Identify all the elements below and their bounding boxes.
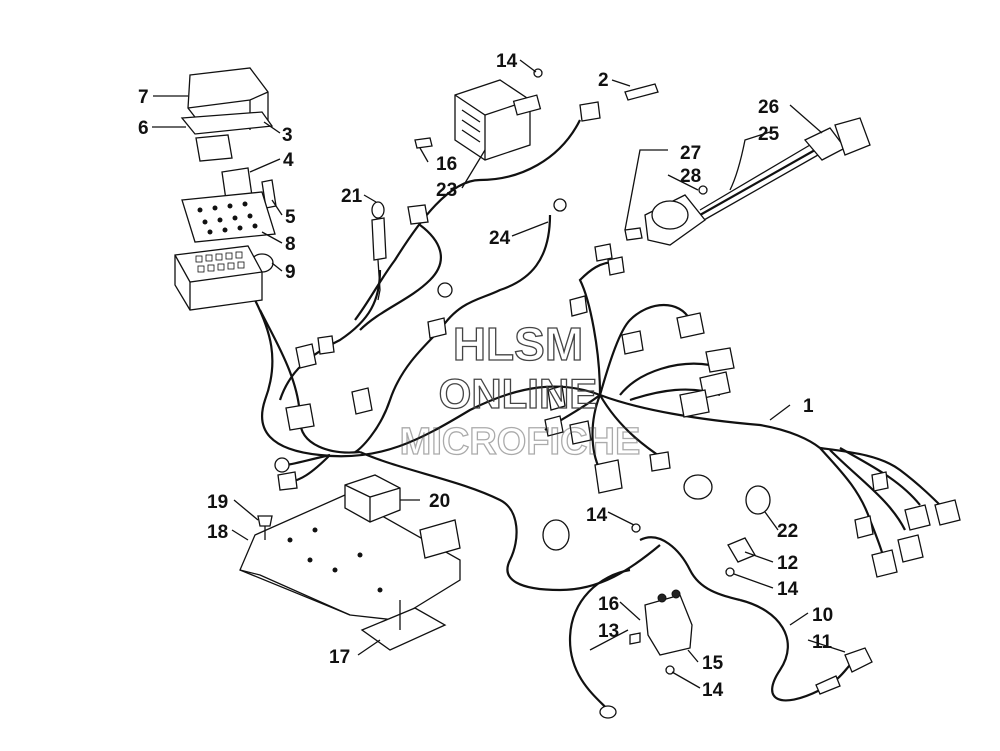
battery-cables xyxy=(568,536,873,719)
callout-2: 2 xyxy=(598,70,609,91)
solenoid xyxy=(629,485,771,675)
callout-15: 15 xyxy=(702,653,724,674)
callout-24: 24 xyxy=(489,228,511,249)
callout-19: 19 xyxy=(207,492,228,513)
callout-16-bottom: 16 xyxy=(598,594,619,615)
callout-10: 10 xyxy=(812,605,833,626)
callout-13: 13 xyxy=(598,621,619,642)
callout-labels: 1 2 3 4 5 6 7 8 9 10 11 12 13 14 14 14 1… xyxy=(138,51,833,701)
callout-20: 20 xyxy=(429,491,450,512)
voltage-regulator xyxy=(414,68,659,161)
callout-5: 5 xyxy=(285,207,296,228)
callout-9: 9 xyxy=(285,262,296,283)
callout-7: 7 xyxy=(138,87,149,108)
ignition-coil xyxy=(624,117,871,246)
watermark: HLSM ONLINE MICROFICHE xyxy=(399,317,641,463)
callout-23: 23 xyxy=(436,180,457,201)
watermark-line-1: HLSM xyxy=(453,318,583,370)
callout-22: 22 xyxy=(777,521,798,542)
callout-4: 4 xyxy=(283,150,294,171)
callout-18: 18 xyxy=(207,522,228,543)
callout-3: 3 xyxy=(282,125,293,146)
callout-16-top: 16 xyxy=(436,154,457,175)
callout-14-center: 14 xyxy=(586,505,608,526)
watermark-line-3: MICROFICHE xyxy=(400,421,641,463)
callout-6: 6 xyxy=(138,118,149,139)
callout-14-top: 14 xyxy=(496,51,518,72)
callout-1: 1 xyxy=(803,396,814,417)
callout-17: 17 xyxy=(329,647,350,668)
callout-25: 25 xyxy=(758,124,780,145)
callout-21: 21 xyxy=(341,186,363,207)
sensor xyxy=(371,201,387,301)
callout-14-bottom: 14 xyxy=(702,680,724,701)
callout-8: 8 xyxy=(285,234,296,255)
watermark-line-2: ONLINE xyxy=(439,370,598,417)
callout-14-right: 14 xyxy=(777,579,799,600)
leader-lines xyxy=(152,59,846,689)
relay xyxy=(344,474,461,559)
callout-28: 28 xyxy=(680,166,701,187)
callout-12: 12 xyxy=(777,553,798,574)
battery-tray xyxy=(239,494,461,651)
fuse-relay-box xyxy=(174,67,277,311)
callout-11: 11 xyxy=(812,632,833,653)
callout-27: 27 xyxy=(680,143,701,164)
callout-26: 26 xyxy=(758,97,779,118)
connectors xyxy=(274,198,961,578)
